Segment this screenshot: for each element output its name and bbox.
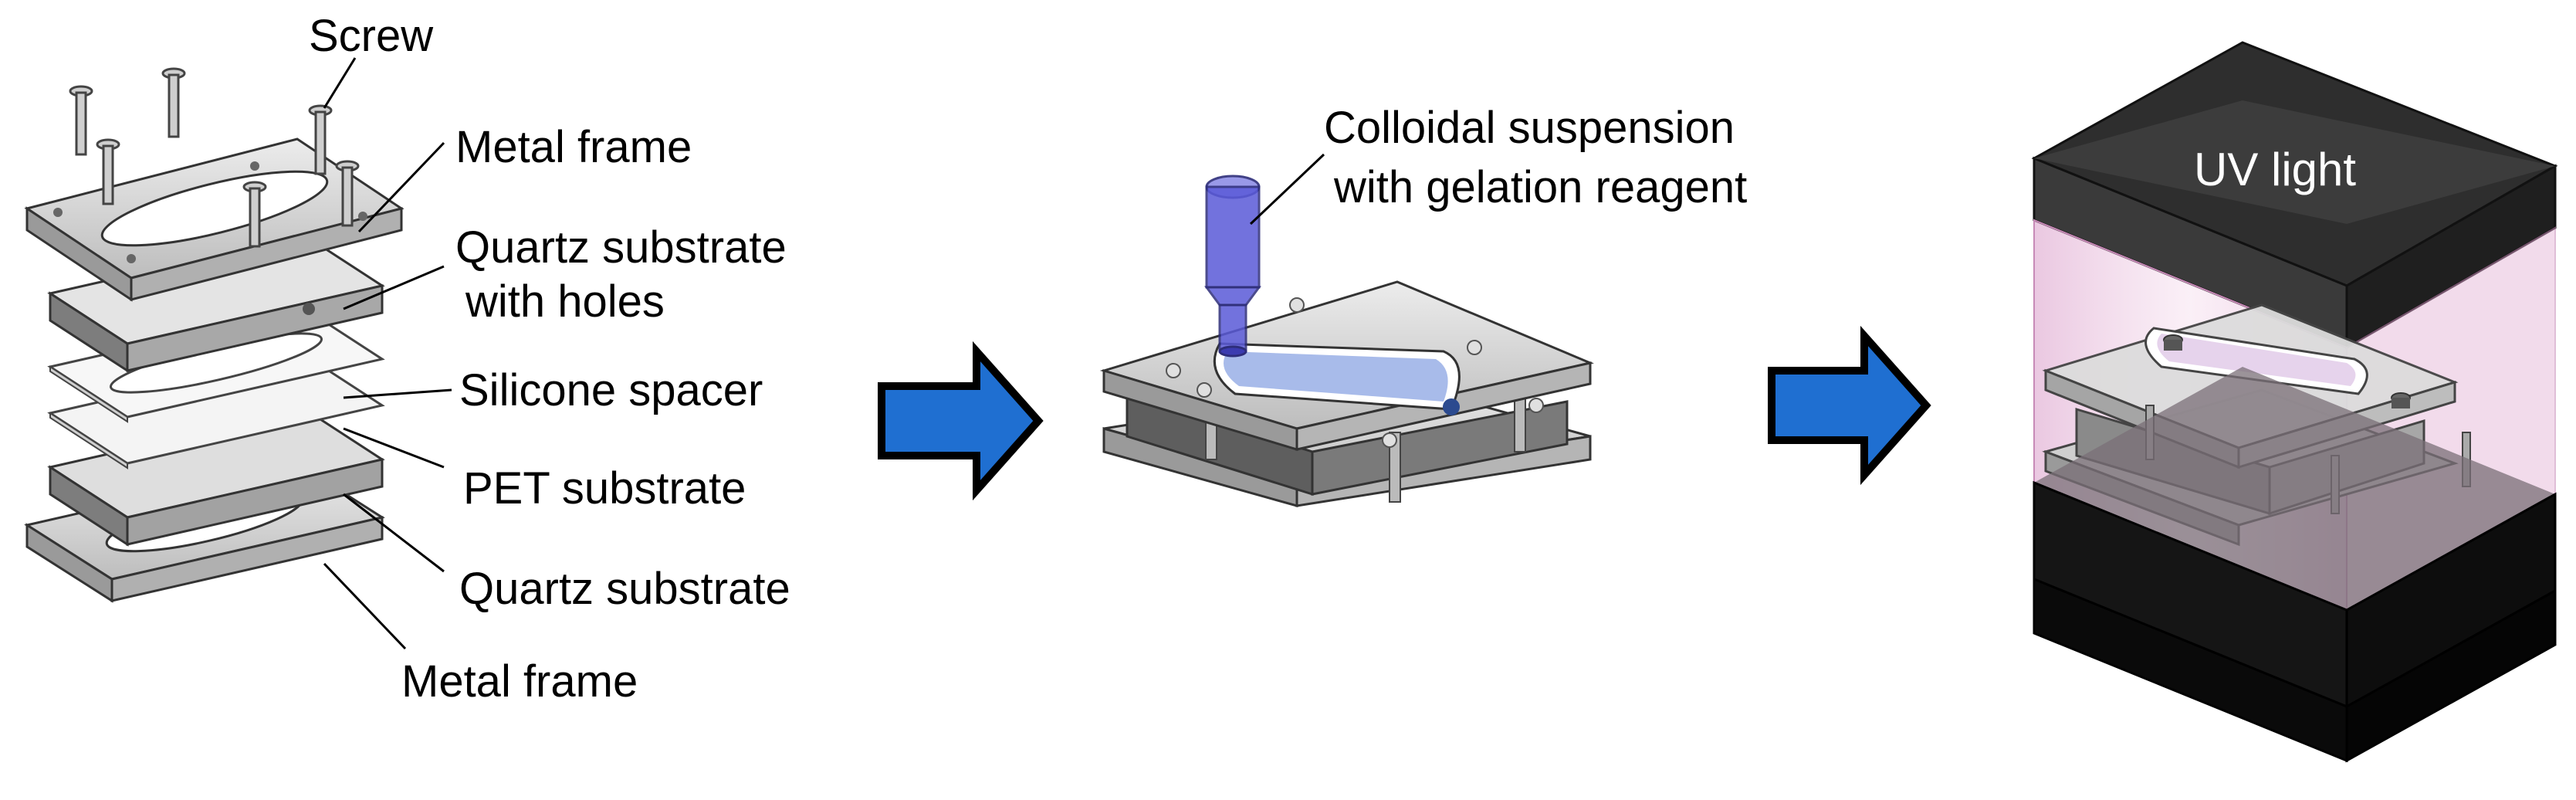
screw-4 xyxy=(96,138,120,205)
label-silicone-spacer: Silicone spacer xyxy=(459,365,763,415)
leader-lines xyxy=(323,57,452,650)
screw-1 xyxy=(69,85,93,156)
label-colloid-2: with gelation reagent xyxy=(1333,162,1747,212)
screw-5 xyxy=(242,181,267,248)
uv-chamber xyxy=(2031,41,2558,763)
label-quartz-holes-1: Quartz substrate xyxy=(455,222,787,273)
label-quartz-holes-2: with holes xyxy=(465,276,665,327)
label-screw: Screw xyxy=(309,11,434,61)
quartz-with-holes-part xyxy=(47,234,385,373)
exploded-assembly: Screw Metal frame Quartz substrate with … xyxy=(24,11,790,707)
label-metal-frame-top: Metal frame xyxy=(455,122,692,172)
colloid-leader-line xyxy=(1249,153,1325,225)
arrow-right-1 xyxy=(878,341,1044,501)
label-metal-frame-bottom: Metal frame xyxy=(401,656,638,707)
solution-channel xyxy=(1213,342,1461,415)
label-pet-substrate: PET substrate xyxy=(463,463,746,514)
silicone-spacer-part xyxy=(47,307,385,423)
label-colloid-1: Colloidal suspension xyxy=(1324,103,1735,153)
arrow-right-2 xyxy=(1768,325,1931,486)
screw-2 xyxy=(161,67,186,138)
bottom-quartz-part xyxy=(47,408,385,547)
assembled-cell xyxy=(1099,175,1594,507)
label-quartz-substrate: Quartz substrate xyxy=(459,564,790,614)
screw-3 xyxy=(308,104,333,175)
top-metal-frame-part xyxy=(24,137,405,302)
screw-6 xyxy=(335,160,360,227)
label-uv-light: UV light xyxy=(2194,144,2356,195)
screws xyxy=(69,67,360,248)
pipette xyxy=(1204,175,1261,358)
